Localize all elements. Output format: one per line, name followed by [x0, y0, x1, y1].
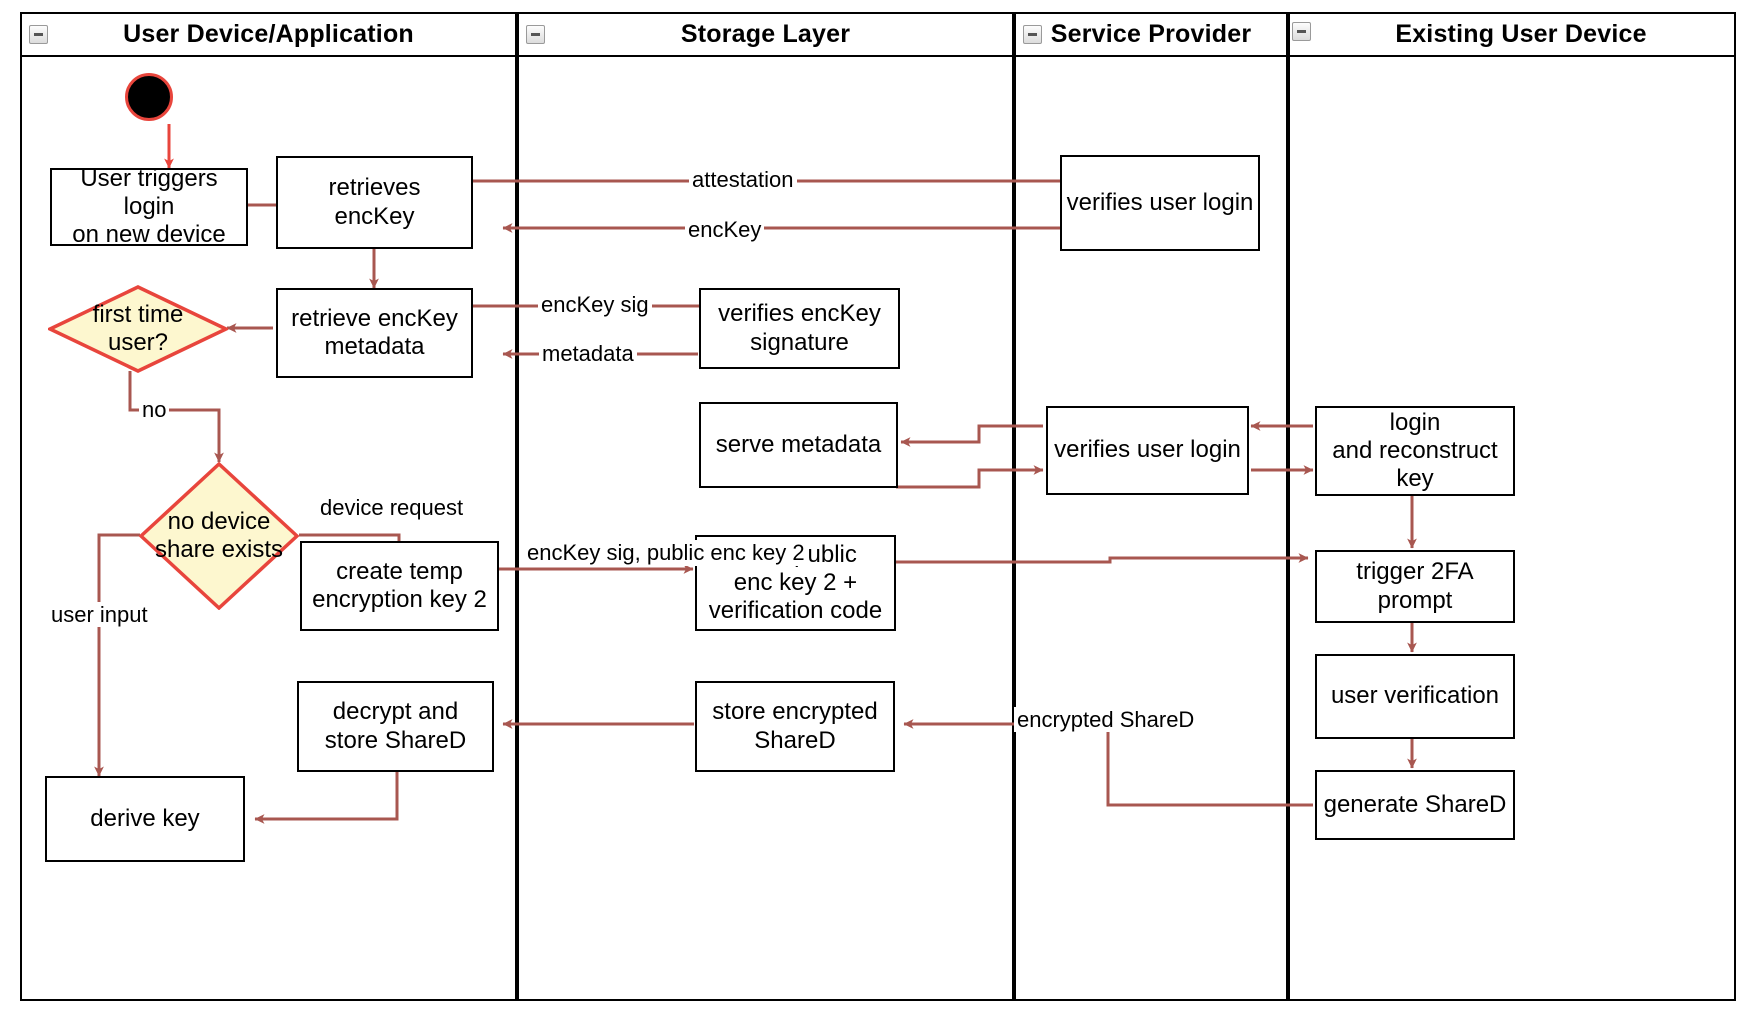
node-label: retrieve encKey metadata [291, 304, 458, 360]
node-generate-shared[interactable]: generate ShareD [1315, 770, 1515, 840]
edge-label-user-input: user input [48, 602, 151, 628]
minus-icon[interactable] [29, 25, 48, 44]
node-user-triggers-login[interactable]: User triggers login on new device [50, 165, 248, 248]
node-retrieves-enckey[interactable]: retrieves encKey [276, 156, 473, 249]
node-no-device-share-exists[interactable]: no device share exists [139, 462, 299, 610]
lane-header-service-provider[interactable]: Service Provider [1014, 12, 1288, 57]
node-label: serve metadata [715, 430, 882, 458]
diamond-shape [48, 285, 228, 373]
lane-header-existing-device[interactable]: Existing User Device [1288, 12, 1736, 57]
node-label: decrypt and store ShareD [324, 698, 467, 754]
node-user-verification[interactable]: user verification [1315, 654, 1515, 739]
node-label: create temp encryption key 2 [312, 557, 487, 613]
node-create-temp-encryption-key-2[interactable]: create temp encryption key 2 [300, 541, 499, 631]
lane-body-storage-layer [517, 57, 1014, 1001]
node-login-and-reconstruct-key[interactable]: login and reconstruct key [1315, 406, 1515, 496]
edge-label-metadata: metadata [539, 341, 637, 367]
lane-body-existing-device [1288, 57, 1736, 1001]
node-label: retrieves encKey [328, 174, 421, 230]
node-label: verifies encKey signature [718, 300, 881, 356]
edge-label-enckey: encKey [685, 217, 765, 243]
node-label: verifies user login [1066, 188, 1254, 216]
node-first-time-user[interactable]: first time user? [48, 285, 228, 373]
lane-title-service-provider: Service Provider [1050, 20, 1252, 48]
node-trigger-2fa-prompt[interactable]: trigger 2FA prompt [1315, 550, 1515, 623]
node-label: store encrypted ShareD [712, 698, 878, 754]
node-label: no device share exists [154, 507, 284, 563]
start-node [125, 73, 173, 121]
node-label: first time user? [92, 300, 184, 356]
node-decrypt-and-store-shared[interactable]: decrypt and store ShareD [297, 681, 494, 772]
node-serve-metadata[interactable]: serve metadata [699, 402, 898, 488]
node-derive-key[interactable]: derive key [45, 776, 245, 862]
node-label: login and reconstruct key [1332, 408, 1498, 493]
node-label: generate ShareD [1323, 790, 1507, 818]
minus-icon[interactable] [1023, 25, 1042, 44]
edge-label-attestation: attestation [689, 167, 797, 193]
edge-label-no: no [139, 397, 170, 423]
lane-header-storage-layer[interactable]: Storage Layer [517, 12, 1014, 57]
node-label: trigger 2FA prompt [1356, 558, 1474, 614]
lane-title-user-device: User Device/Application [123, 20, 414, 48]
node-label: verifies user login [1054, 436, 1241, 464]
lane-header-user-device[interactable]: User Device/Application [20, 12, 517, 57]
minus-icon[interactable] [1292, 22, 1311, 41]
edge-label-enckey-sig-public: encKey sig, public enc key 2 [524, 540, 808, 567]
lane-title-existing-device: Existing User Device [1395, 20, 1647, 48]
node-verifies-user-login-top[interactable]: verifies user login [1060, 155, 1260, 251]
node-store-encrypted-shared[interactable]: store encrypted ShareD [695, 681, 895, 772]
node-label: derive key [90, 804, 200, 832]
node-verifies-enckey-signature[interactable]: verifies encKey signature [699, 288, 900, 369]
node-retrieve-enckey-metadata[interactable]: retrieve encKey metadata [276, 288, 473, 378]
node-verifies-user-login-mid[interactable]: verifies user login [1046, 406, 1249, 495]
edge-label-encrypted-shared: encrypted ShareD [1014, 707, 1198, 733]
edge-label-enckey-sig: encKey sig [538, 292, 652, 318]
diamond-shape [139, 462, 299, 610]
minus-icon[interactable] [526, 25, 545, 44]
lane-title-storage-layer: Storage Layer [680, 20, 851, 48]
edge-label-device-request: device request [317, 495, 467, 521]
node-label: user verification [1330, 682, 1500, 710]
node-label: User triggers login on new device [72, 164, 226, 249]
